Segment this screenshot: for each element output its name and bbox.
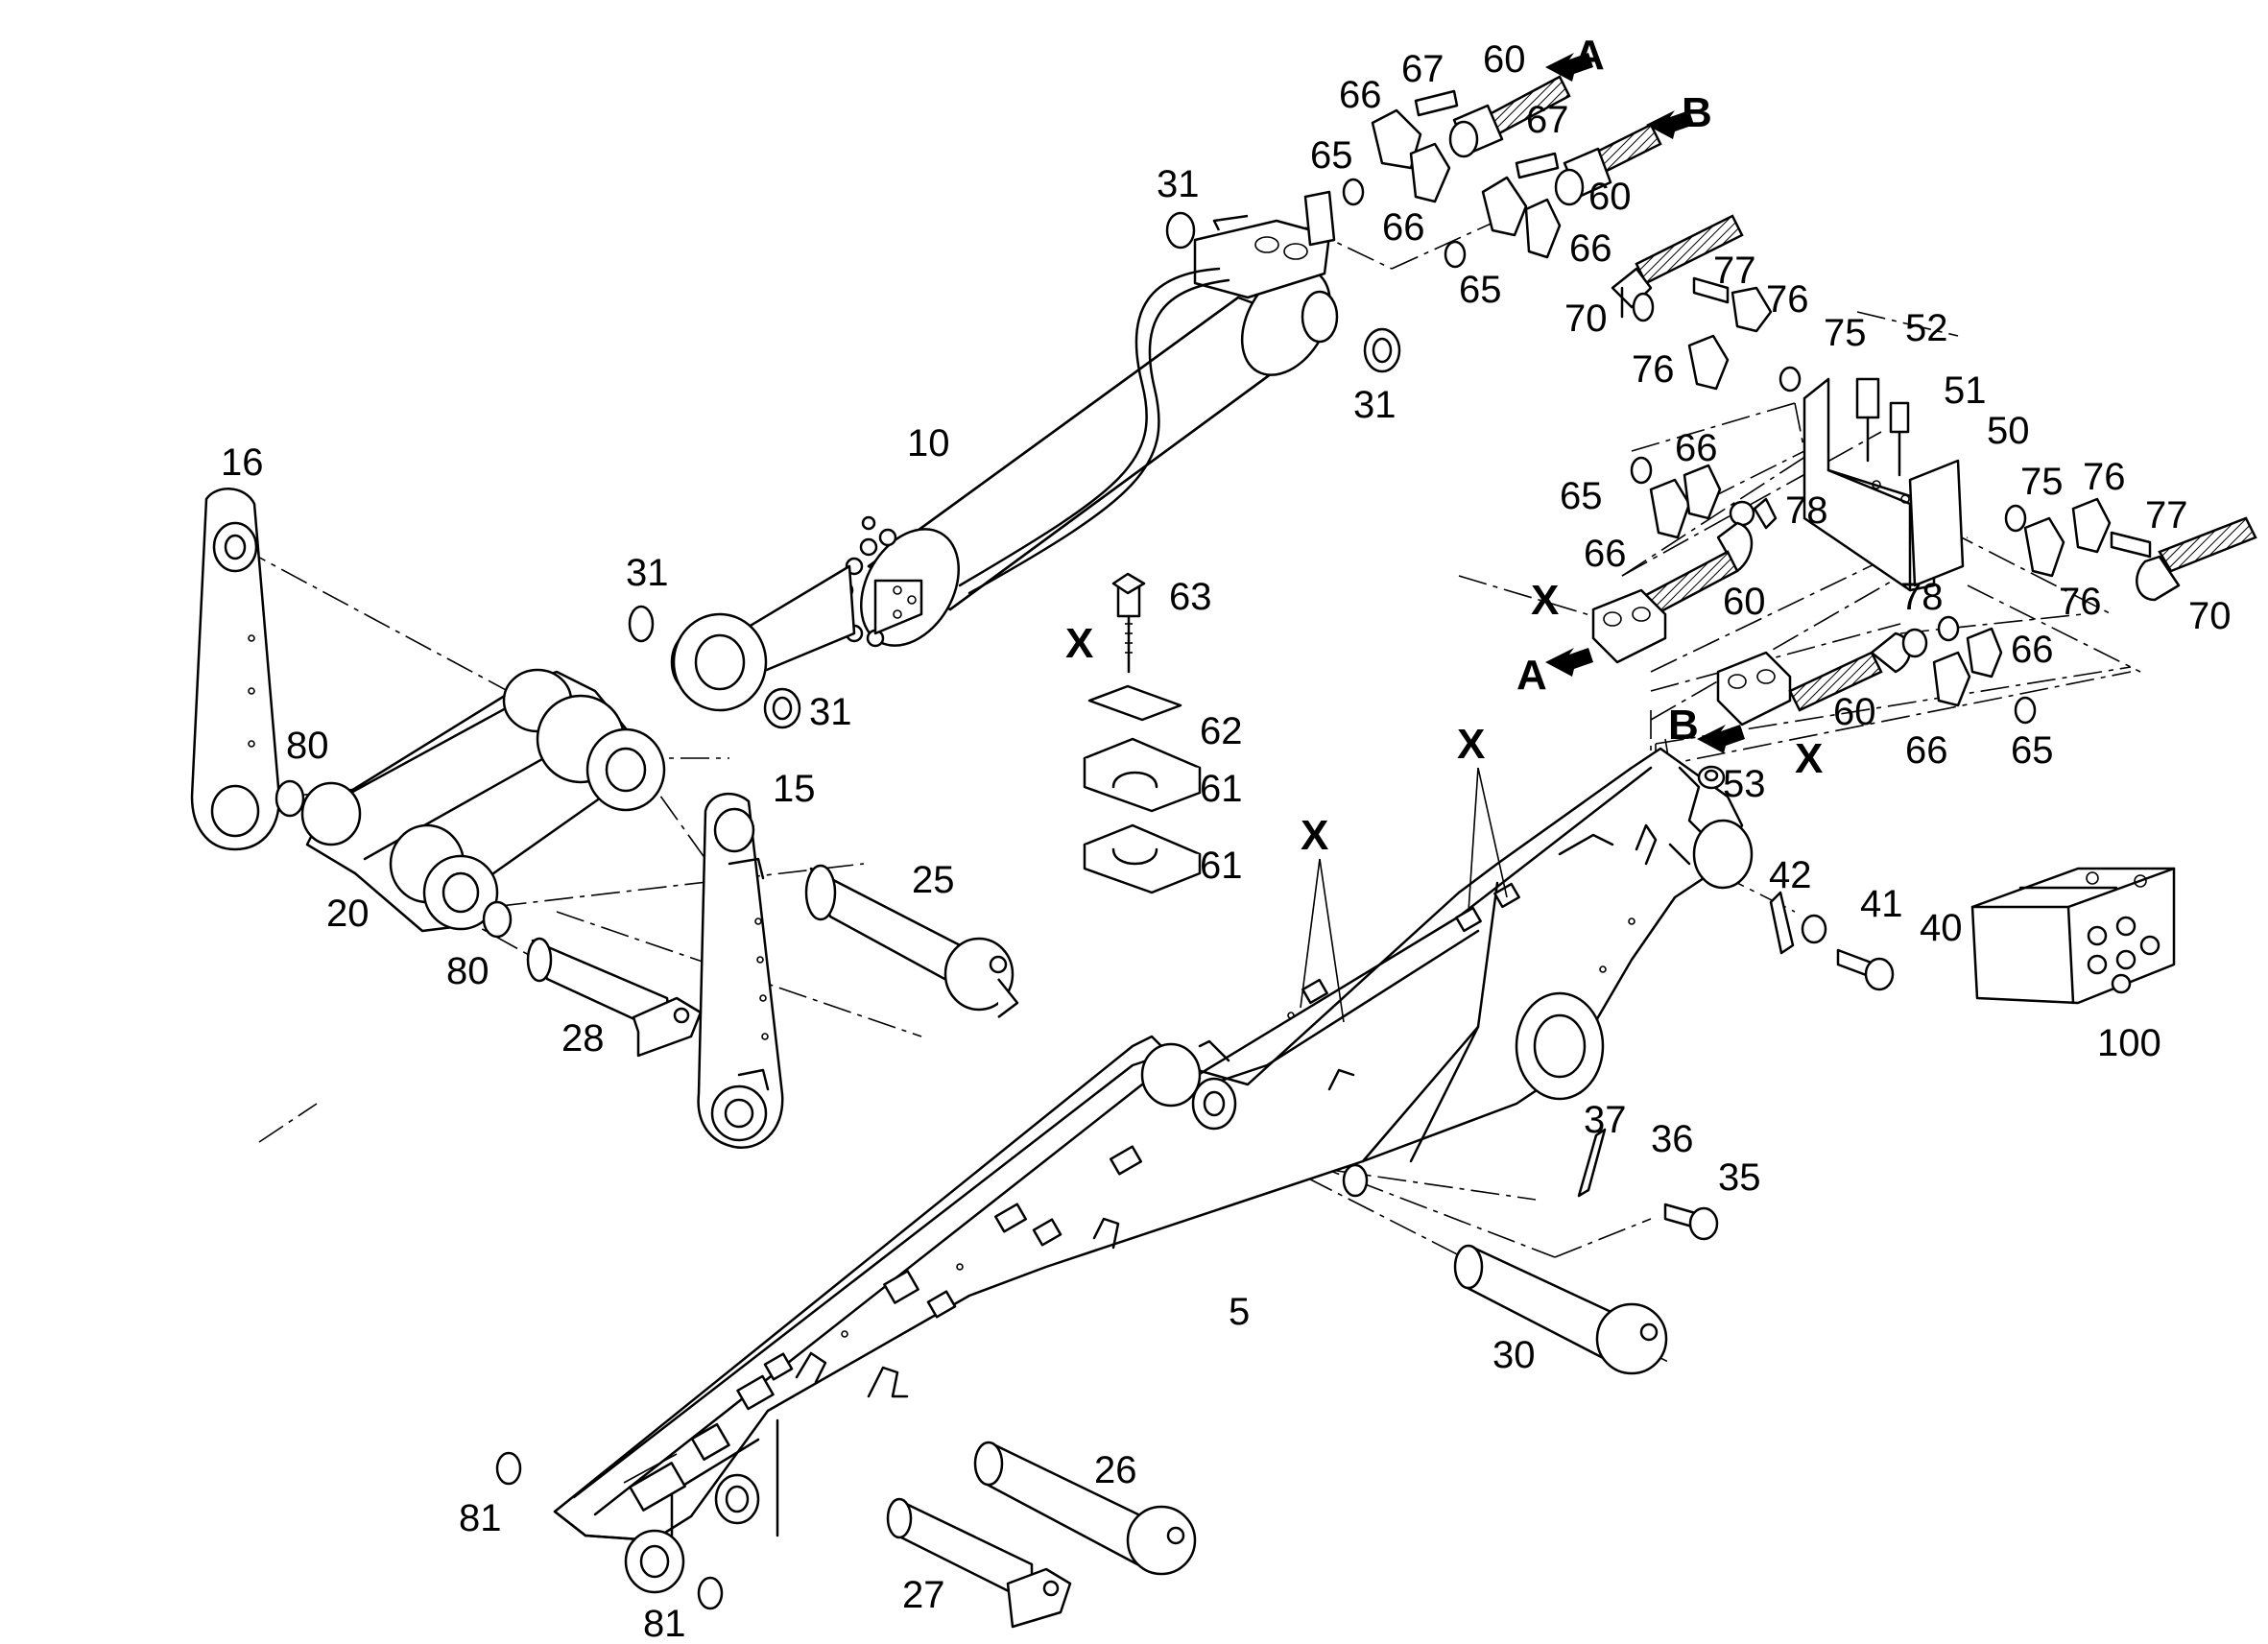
- label-75-upper: 75: [1824, 312, 1867, 354]
- label-77-upper: 77: [1713, 250, 1756, 292]
- reference-markers: X X X X X A A B B: [1065, 32, 1823, 859]
- label-76-c: 76: [2083, 456, 2126, 498]
- pin-25: [804, 864, 1019, 1018]
- link-plate-15: [697, 792, 784, 1149]
- label-35: 35: [1718, 1156, 1761, 1199]
- label-30: 30: [1492, 1334, 1536, 1376]
- boom-arm: [553, 747, 1754, 1594]
- valve-block-100: [1970, 867, 2176, 1005]
- label-66-b: 66: [1382, 206, 1425, 249]
- marker-a-mid: A: [1516, 652, 1547, 699]
- label-75-lower: 75: [2020, 461, 2064, 503]
- marker-x-clamp-a: X: [1531, 577, 1559, 624]
- label-53: 53: [1723, 763, 1766, 805]
- label-15: 15: [773, 768, 816, 810]
- label-78-upper: 78: [1785, 489, 1828, 532]
- label-70-upper: 70: [1564, 298, 1608, 340]
- pin-27: [886, 1497, 1072, 1629]
- flow-arrows: [1545, 53, 1745, 753]
- label-63: 63: [1169, 576, 1212, 618]
- label-36: 36: [1651, 1118, 1694, 1160]
- label-65-top: 65: [1310, 134, 1353, 177]
- label-81-lower: 81: [643, 1603, 686, 1644]
- label-66-a: 66: [1339, 74, 1382, 116]
- label-60-lower: 60: [1833, 691, 1876, 733]
- label-76-d: 76: [2059, 581, 2102, 623]
- arrow-a-top: [1545, 53, 1593, 82]
- marker-x-boom-right: X: [1457, 721, 1485, 768]
- pin-26: [973, 1441, 1197, 1576]
- link-plate-16: [190, 488, 281, 851]
- label-80-lower: 80: [446, 950, 489, 992]
- label-20: 20: [326, 893, 370, 935]
- label-31-right: 31: [1353, 384, 1397, 426]
- label-66-c: 66: [1569, 227, 1612, 270]
- label-60-upper: 60: [1588, 176, 1632, 218]
- label-26: 26: [1094, 1449, 1137, 1491]
- nut-53: [1697, 765, 1726, 790]
- arrow-b-mid: [1697, 725, 1745, 753]
- label-70-lower: 70: [2188, 595, 2232, 637]
- label-65-mid: 65: [1560, 475, 1603, 517]
- label-10: 10: [907, 422, 950, 465]
- label-27: 27: [902, 1574, 945, 1616]
- label-37: 37: [1584, 1099, 1627, 1141]
- label-62: 62: [1200, 710, 1243, 752]
- label-61-lower: 61: [1200, 845, 1243, 887]
- arrow-b-top: [1646, 110, 1694, 139]
- label-31-left: 31: [626, 552, 669, 594]
- marker-b-top: B: [1682, 89, 1712, 136]
- right-hose-group: [1591, 214, 2257, 727]
- label-65-lower: 65: [2011, 729, 2054, 772]
- label-80-upper: 80: [286, 725, 329, 767]
- fasteners-35-42: [1577, 891, 1895, 1241]
- label-67-top: 67: [1401, 48, 1444, 90]
- label-66-e: 66: [1584, 533, 1627, 575]
- label-66-g: 66: [1905, 729, 1948, 772]
- marker-x-boom-left: X: [1301, 812, 1328, 859]
- label-52: 52: [1905, 307, 1948, 349]
- label-31-bottom: 31: [809, 691, 852, 733]
- label-16: 16: [221, 441, 264, 484]
- label-40: 40: [1920, 907, 1963, 949]
- label-77-lower: 77: [2145, 494, 2188, 536]
- label-76-b: 76: [1632, 348, 1675, 391]
- label-42: 42: [1769, 854, 1812, 896]
- label-76-a: 76: [1766, 278, 1809, 321]
- label-100: 100: [2097, 1022, 2161, 1064]
- marker-x-clamp: X: [1065, 620, 1093, 667]
- label-65-upper: 65: [1459, 269, 1502, 311]
- rocker-20: [300, 668, 666, 933]
- retaining-rings: [275, 211, 1827, 1610]
- label-31-top: 31: [1157, 163, 1200, 205]
- marker-a-top: A: [1574, 32, 1605, 79]
- arrow-a-mid: [1545, 648, 1593, 677]
- marker-x-clamp-b: X: [1795, 735, 1823, 782]
- label-61-upper: 61: [1200, 768, 1243, 810]
- label-66-f: 66: [2011, 629, 2054, 671]
- label-51: 51: [1944, 369, 1987, 412]
- label-50: 50: [1987, 410, 2030, 452]
- label-25: 25: [912, 859, 955, 901]
- label-5: 5: [1229, 1291, 1250, 1333]
- label-60-mid: 60: [1723, 581, 1766, 623]
- pin-30: [1453, 1244, 1668, 1375]
- part-labels: 5 10 15 16 20 25 26 27 28 30 31 31 31 31…: [221, 38, 2232, 1644]
- label-60-top: 60: [1483, 38, 1526, 81]
- marker-b-mid: B: [1668, 702, 1699, 749]
- clamp-stack: [1083, 572, 1202, 894]
- x-pointer-lines: [1300, 767, 1508, 1023]
- label-78-lower: 78: [1900, 576, 1944, 618]
- upper-hose-group: [1342, 75, 1662, 269]
- pin-28: [526, 937, 703, 1058]
- label-41: 41: [1860, 883, 1903, 925]
- label-67-mid: 67: [1526, 99, 1569, 141]
- label-66-d: 66: [1675, 427, 1718, 469]
- hydraulic-cylinder: [670, 190, 1339, 712]
- label-81-upper: 81: [459, 1497, 502, 1539]
- label-28: 28: [561, 1017, 605, 1060]
